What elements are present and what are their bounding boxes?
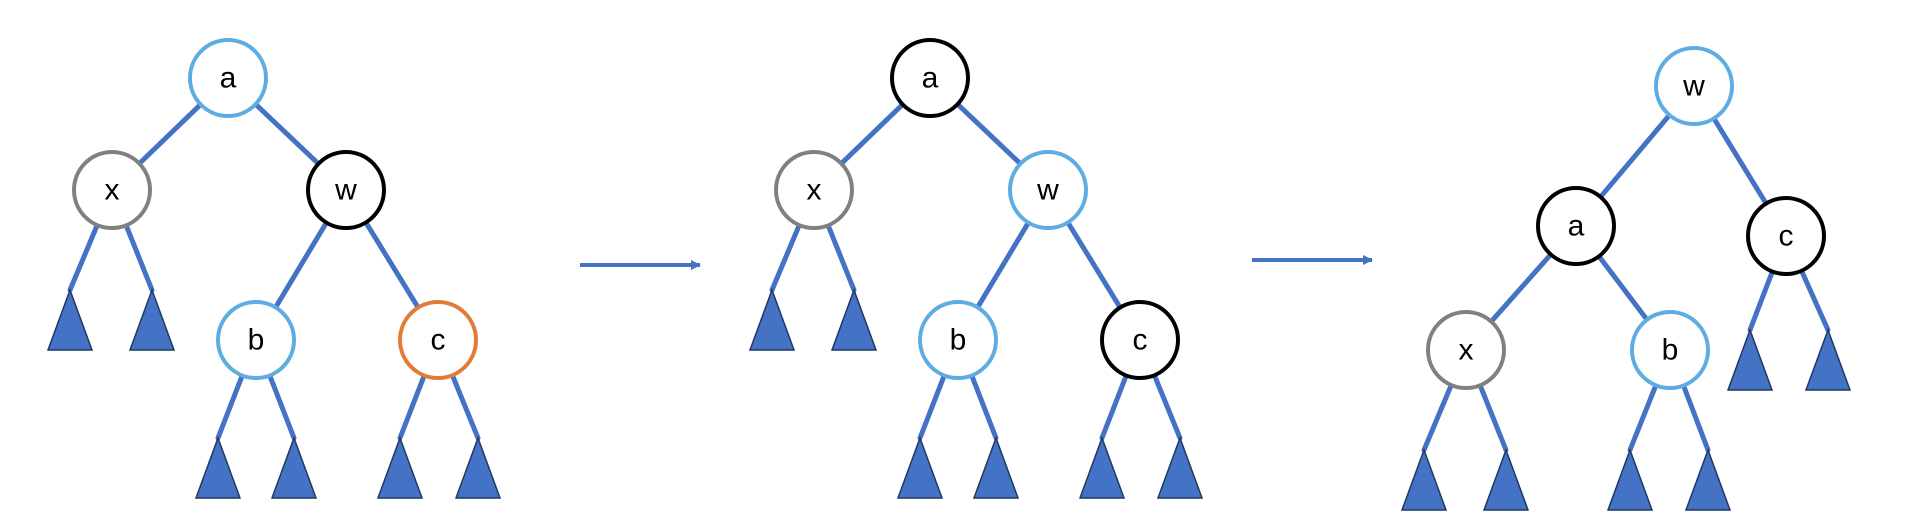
edge-c-subtree-0	[1747, 267, 1776, 333]
node-label-x: x	[105, 174, 120, 207]
edge-x-subtree-1	[1476, 380, 1509, 453]
node-w: w	[1008, 150, 1088, 230]
subtree-triangle	[376, 435, 424, 499]
edge-x-subtree-1	[122, 220, 155, 293]
edge-a-w	[955, 101, 1023, 167]
subtree-triangle	[46, 287, 94, 351]
edge-x-subtree-1	[824, 220, 857, 293]
edge-x-subtree-0	[1421, 380, 1455, 453]
node-label-w: w	[1036, 174, 1059, 207]
edge-a-x	[1488, 251, 1554, 325]
subtree-triangle	[1684, 447, 1732, 511]
node-label-a: a	[220, 62, 237, 95]
node-circle-x	[774, 150, 854, 230]
edge-x-subtree-0	[67, 220, 101, 293]
node-circle-b	[918, 300, 998, 380]
edge-a-x	[838, 101, 906, 167]
node-c: c	[1746, 196, 1826, 276]
node-circle-w	[1008, 150, 1088, 230]
node-label-w: w	[334, 174, 357, 207]
node-x: x	[1426, 310, 1506, 390]
edge-b-subtree-0	[917, 371, 948, 441]
node-circle-b	[216, 300, 296, 380]
edge-b-subtree-1	[1680, 381, 1711, 453]
edge-c-subtree-1	[1151, 370, 1183, 441]
edge-w-c	[1065, 219, 1123, 311]
node-circle-c	[1746, 196, 1826, 276]
node-label-a: a	[1568, 210, 1585, 243]
node-x: x	[72, 150, 152, 230]
node-circle-x	[1426, 310, 1506, 390]
subtree-triangle	[128, 287, 176, 351]
subtree-triangle	[1156, 435, 1204, 499]
subtree-triangle	[454, 435, 502, 499]
subtree-triangle	[896, 435, 944, 499]
edge-c-subtree-0	[397, 371, 428, 441]
edge-w-c	[363, 219, 421, 311]
edge-b-subtree-0	[1627, 380, 1660, 453]
node-w: w	[306, 150, 386, 230]
node-circle-w	[306, 150, 386, 230]
subtree-triangle	[1078, 435, 1126, 499]
subtree-triangle	[1606, 447, 1654, 511]
subtree-triangle	[748, 287, 796, 351]
node-label-b: b	[248, 324, 265, 357]
node-c: c	[1100, 300, 1180, 380]
node-circle-c	[398, 300, 478, 380]
node-circle-x	[72, 150, 152, 230]
node-label-b: b	[1662, 334, 1679, 367]
subtree-triangle	[194, 435, 242, 499]
node-label-a: a	[922, 62, 939, 95]
subtree-triangle	[1804, 327, 1852, 391]
subtree-triangle	[1400, 447, 1448, 511]
node-label-c: c	[1779, 220, 1794, 253]
node-w: w	[1654, 46, 1734, 126]
edge-a-b	[1596, 253, 1650, 323]
edge-b-subtree-1	[968, 371, 999, 441]
node-a: a	[1536, 186, 1616, 266]
node-b: b	[918, 300, 998, 380]
node-circle-a	[1536, 186, 1616, 266]
tree-after-rotation: w a c x b	[1400, 46, 1852, 511]
node-label-c: c	[431, 324, 446, 357]
edge-c-subtree-1	[449, 370, 481, 441]
node-circle-a	[188, 38, 268, 118]
node-label-w: w	[1682, 70, 1705, 103]
node-circle-b	[1630, 310, 1710, 390]
tree-after-recolor: a x w b c	[748, 38, 1204, 499]
edge-w-b	[273, 220, 329, 310]
node-x: x	[774, 150, 854, 230]
node-c: c	[398, 300, 478, 380]
edge-b-subtree-0	[215, 371, 246, 441]
node-label-x: x	[1459, 334, 1474, 367]
node-b: b	[1630, 310, 1710, 390]
subtree-triangle	[1482, 447, 1530, 511]
node-b: b	[216, 300, 296, 380]
node-label-c: c	[1133, 324, 1148, 357]
edge-x-subtree-0	[769, 220, 803, 293]
edge-w-a	[1597, 112, 1673, 200]
edge-c-subtree-1	[1798, 266, 1831, 333]
node-circle-a	[890, 38, 970, 118]
node-label-b: b	[950, 324, 967, 357]
subtree-triangle	[270, 435, 318, 499]
subtree-triangle	[1726, 327, 1774, 391]
node-circle-w	[1654, 46, 1734, 126]
node-a: a	[188, 38, 268, 118]
edge-c-subtree-0	[1099, 371, 1130, 441]
edge-a-w	[253, 101, 321, 167]
subtree-triangle	[972, 435, 1020, 499]
node-label-x: x	[807, 174, 822, 207]
node-circle-c	[1100, 300, 1180, 380]
edge-b-subtree-1	[266, 371, 297, 441]
edge-w-c	[1711, 115, 1769, 207]
node-a: a	[890, 38, 970, 118]
tree-before: a x w b c	[46, 38, 502, 499]
subtree-triangle	[830, 287, 878, 351]
edge-w-b	[975, 220, 1031, 310]
edge-a-x	[136, 101, 204, 167]
